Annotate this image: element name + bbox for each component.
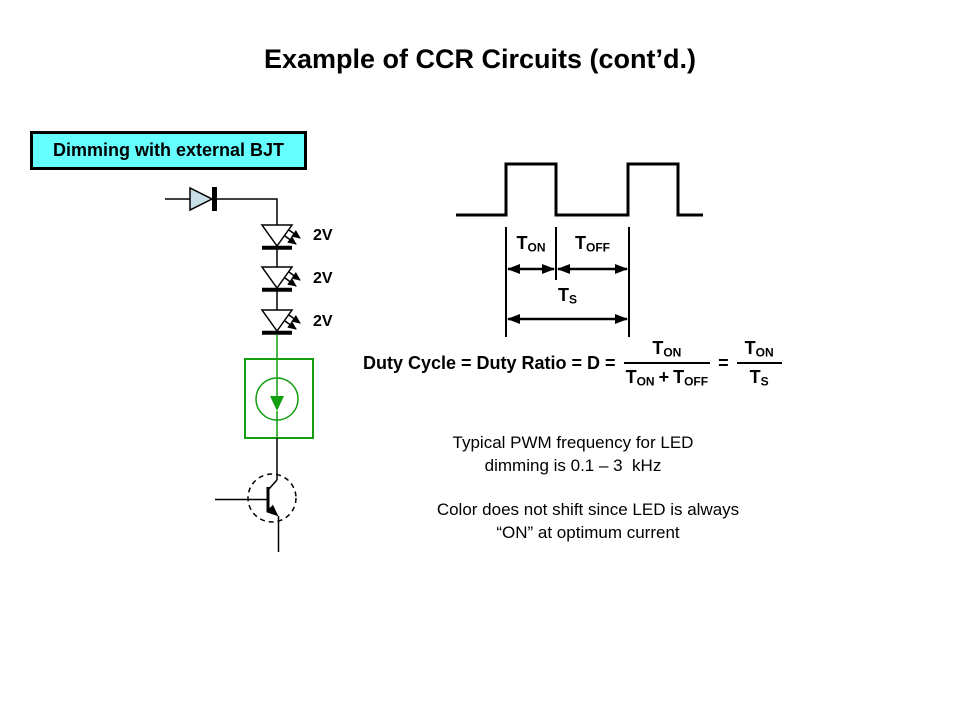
led-voltage-label: 2V bbox=[313, 227, 333, 244]
note-line: Color does not shift since LED is always bbox=[436, 500, 740, 519]
t-sub: ON bbox=[636, 374, 655, 389]
pwm-waveform-diagram bbox=[456, 162, 703, 337]
current-source-symbol bbox=[244, 334, 314, 439]
note-line: dimming is 0.1 – 3 kHz bbox=[484, 455, 662, 475]
ton-label: TON bbox=[506, 233, 556, 255]
plus-sign: + bbox=[658, 367, 670, 387]
timing-tick-lines bbox=[505, 227, 630, 337]
note-pwm-frequency: Typical PWM frequency for LED dimming is… bbox=[373, 432, 773, 477]
note-line: “ON” at optimum current bbox=[496, 522, 680, 542]
t-sub: S bbox=[760, 374, 769, 389]
toff-sub: OFF bbox=[586, 240, 610, 255]
note-line: Typical PWM frequency for LED bbox=[452, 433, 694, 452]
t-sub: ON bbox=[755, 345, 774, 360]
dimming-callout-label: Dimming with external BJT bbox=[30, 131, 307, 170]
fraction-denominator: TS bbox=[737, 364, 782, 388]
toff-base: T bbox=[575, 233, 586, 253]
t-sub: OFF bbox=[684, 374, 709, 389]
ton-base: T bbox=[516, 233, 528, 253]
bjt-dashed-circle bbox=[247, 473, 297, 523]
led-symbol bbox=[260, 224, 301, 267]
note-color-shift: Color does not shift since LED is always… bbox=[388, 499, 788, 544]
toff-label: TOFF bbox=[556, 233, 629, 255]
fraction-ton-over-ton-plus-toff: TON TON+TOFF bbox=[623, 338, 711, 388]
bjt-symbol bbox=[215, 473, 297, 552]
t-base: T bbox=[749, 367, 761, 387]
equals-sign: = bbox=[718, 352, 729, 373]
page-title: Example of CCR Circuits (cont’d.) bbox=[263, 44, 697, 74]
fraction-ton-over-ts: TON TS bbox=[736, 338, 782, 388]
t-base: T bbox=[673, 367, 685, 387]
ccr-circuit-diagram bbox=[165, 186, 314, 552]
fraction-numerator: TON bbox=[736, 338, 782, 364]
t-base: T bbox=[625, 367, 637, 387]
t-base: T bbox=[744, 338, 756, 358]
led-symbol bbox=[260, 309, 301, 335]
duty-cycle-formula: Duty Cycle = Duty Ratio = D = TON TON+TO… bbox=[363, 338, 782, 388]
ton-sub: ON bbox=[527, 240, 546, 255]
ts-label: TS bbox=[506, 285, 629, 307]
led-symbol bbox=[260, 266, 301, 310]
fraction-numerator: TON bbox=[623, 338, 711, 364]
ts-sub: S bbox=[568, 292, 577, 307]
pwm-square-wave-trace bbox=[456, 162, 703, 217]
ts-base: T bbox=[557, 285, 569, 305]
led-voltage-label: 2V bbox=[313, 270, 333, 287]
t-base: T bbox=[652, 338, 664, 358]
formula-lhs: Duty Cycle = Duty Ratio = D = bbox=[363, 352, 616, 373]
led-voltage-label: 2V bbox=[313, 313, 333, 330]
diode-symbol bbox=[165, 186, 278, 225]
fraction-denominator: TON+TOFF bbox=[624, 364, 711, 388]
t-sub: ON bbox=[663, 345, 682, 360]
